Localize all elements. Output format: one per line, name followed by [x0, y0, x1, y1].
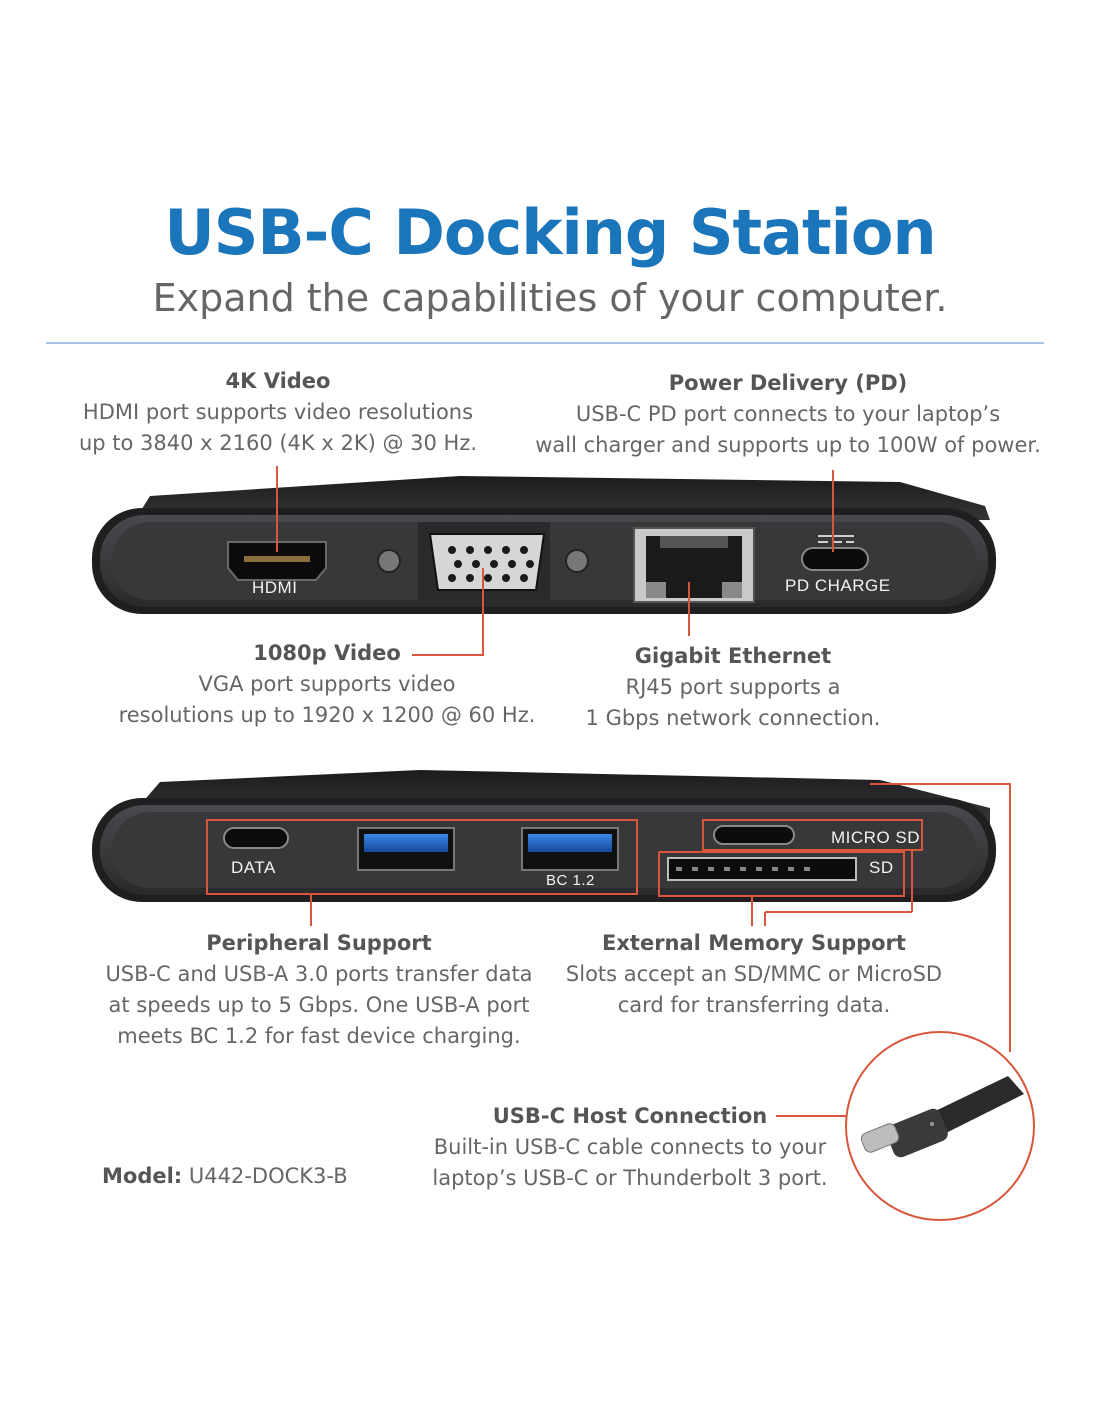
vga-port-icon: [418, 522, 550, 600]
hdmi-label: HDMI: [252, 578, 298, 597]
callout-heading: External Memory Support: [602, 931, 906, 955]
dock-side-view: [92, 770, 1011, 1117]
pd-charge-label: PD CHARGE: [785, 576, 891, 595]
usb-c-cable-icon: [845, 1031, 1035, 1221]
callout-heading: Power Delivery (PD): [668, 371, 908, 395]
bc-label: BC 1.2: [546, 872, 595, 889]
screw-icon: [377, 549, 401, 573]
micro-sd-label: MICRO SD: [831, 828, 920, 847]
callout-power-delivery: Power Delivery (PD) USB-C PD port connec…: [526, 368, 1050, 461]
model-value: U442-DOCK3-B: [188, 1164, 348, 1188]
rj45-port-icon: [633, 527, 755, 603]
page-title: USB-C Docking Station: [164, 196, 936, 269]
callout-peripheral-support: Peripheral Support USB-C and USB-A 3.0 p…: [100, 928, 538, 1052]
divider: [46, 342, 1044, 344]
callout-lines-top: [276, 466, 834, 656]
callout-heading: 1080p Video: [253, 641, 401, 665]
callout-gigabit-ethernet: Gigabit Ethernet RJ45 port supports a 1 …: [560, 641, 906, 734]
callout-heading: Peripheral Support: [206, 931, 432, 955]
model-label: Model:: [102, 1164, 183, 1188]
micro-sd-slot-icon: [713, 825, 795, 845]
usb-c-data-port-icon: [223, 827, 289, 849]
page-subtitle: Expand the capabilities of your computer…: [152, 276, 948, 320]
callout-heading: 4K Video: [225, 369, 331, 393]
usb-a-bc-port-icon: [521, 827, 619, 871]
callout-1080p-video: 1080p Video VGA port supports video reso…: [118, 638, 536, 731]
callout-heading: Gigabit Ethernet: [634, 644, 832, 668]
usb-a-port-icon: [357, 827, 455, 871]
screw-icon: [565, 549, 589, 573]
callout-body: Slots accept an SD/MMC or MicroSD card f…: [565, 962, 943, 1017]
callout-external-memory: External Memory Support Slots accept an …: [558, 928, 950, 1021]
callout-lines-bottom: [206, 783, 1011, 1117]
callout-body: VGA port supports video resolutions up t…: [118, 672, 536, 727]
hdmi-port-icon: [227, 541, 327, 581]
sd-label: SD: [869, 858, 894, 877]
callout-4k-video: 4K Video HDMI port supports video resolu…: [40, 366, 516, 459]
callout-body: USB-C PD port connects to your laptop’s …: [535, 402, 1041, 457]
data-label: DATA: [231, 858, 276, 877]
callout-usb-c-host: USB-C Host Connection Built-in USB-C cab…: [420, 1101, 840, 1194]
callout-body: RJ45 port supports a 1 Gbps network conn…: [585, 675, 881, 730]
callout-heading: USB-C Host Connection: [492, 1104, 768, 1128]
callout-body: HDMI port supports video resolutions up …: [78, 400, 478, 455]
sd-slot-icon: [667, 857, 857, 881]
dock-front-view: [92, 466, 996, 656]
callout-body: USB-C and USB-A 3.0 ports transfer data …: [105, 962, 533, 1048]
model-number: Model: U442-DOCK3-B: [102, 1164, 348, 1188]
callout-body: Built-in USB-C cable connects to your la…: [432, 1135, 828, 1190]
